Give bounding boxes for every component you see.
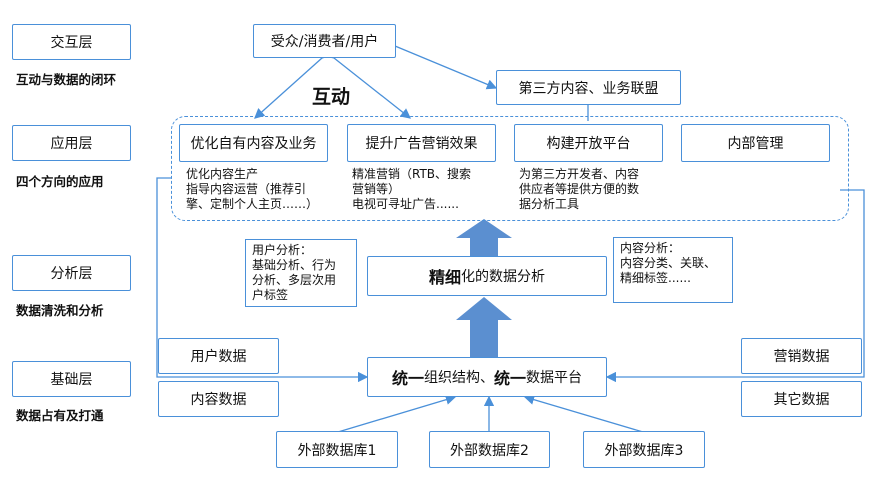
audience-box: 受众/消费者/用户 bbox=[253, 24, 396, 58]
layer-desc-application: 四个方向的应用 bbox=[16, 174, 104, 189]
external-db-2: 外部数据库2 bbox=[429, 431, 550, 468]
layer-desc-foundation: 数据占有及打通 bbox=[16, 408, 104, 423]
fine-analysis-box: 精细化的数据分析 bbox=[367, 256, 607, 296]
app-detail-advertising: 精准营销（RTB、搜索 营销等） 电视可寻址广告...... bbox=[352, 167, 472, 211]
unified-platform-box: 统一组织结构、统一数据平台 bbox=[367, 357, 607, 397]
layer-box-interaction: 交互层 bbox=[12, 24, 131, 60]
layer-box-application: 应用层 bbox=[12, 125, 131, 161]
layer-desc-interaction: 互动与数据的闭环 bbox=[16, 72, 117, 87]
unified-mid: 组织结构、 bbox=[424, 370, 494, 386]
block-arrow-foundation-to-analysis bbox=[456, 297, 512, 357]
layer-desc-analysis: 数据清洗和分析 bbox=[16, 303, 104, 318]
third-party-box: 第三方内容、业务联盟 bbox=[496, 70, 681, 105]
layer-box-foundation: 基础层 bbox=[12, 361, 131, 397]
block-arrow-analysis-to-apps bbox=[456, 219, 512, 256]
user-analysis-note: 用户分析： 基础分析、行为 分析、多层次用 户标签 bbox=[245, 239, 357, 307]
application-container bbox=[171, 116, 849, 221]
external-db-1: 外部数据库1 bbox=[276, 431, 398, 468]
unified-rest: 数据平台 bbox=[526, 370, 583, 386]
app-box-optimize: 优化自有内容及业务 bbox=[179, 124, 328, 162]
app-box-advertising: 提升广告营销效果 bbox=[347, 124, 496, 162]
content-analysis-note: 内容分析： 内容分类、关联、 精细标签...... bbox=[613, 237, 733, 303]
app-box-open-platform: 构建开放平台 bbox=[514, 124, 663, 162]
data-source-user: 用户数据 bbox=[158, 338, 279, 374]
data-source-marketing: 营销数据 bbox=[741, 338, 862, 374]
unified-bold-1: 统一 bbox=[391, 369, 424, 388]
data-source-content: 内容数据 bbox=[158, 381, 279, 417]
app-detail-open-platform: 为第三方开发者、内容 供应者等提供方便的数 据分析工具 bbox=[519, 167, 640, 211]
unified-bold-2: 统一 bbox=[494, 369, 527, 388]
interact-label: 互动 bbox=[312, 86, 351, 108]
external-db-3: 外部数据库3 bbox=[583, 431, 705, 468]
layer-box-analysis: 分析层 bbox=[12, 255, 131, 291]
fine-analysis-text: 化的数据分析 bbox=[461, 269, 545, 285]
app-detail-optimize: 优化内容生产 指导内容运营（推荐引 擎、定制个人主页……） bbox=[186, 167, 319, 211]
data-source-other: 其它数据 bbox=[741, 381, 862, 417]
fine-analysis-bold: 精细 bbox=[428, 268, 461, 287]
app-box-internal: 内部管理 bbox=[681, 124, 830, 162]
